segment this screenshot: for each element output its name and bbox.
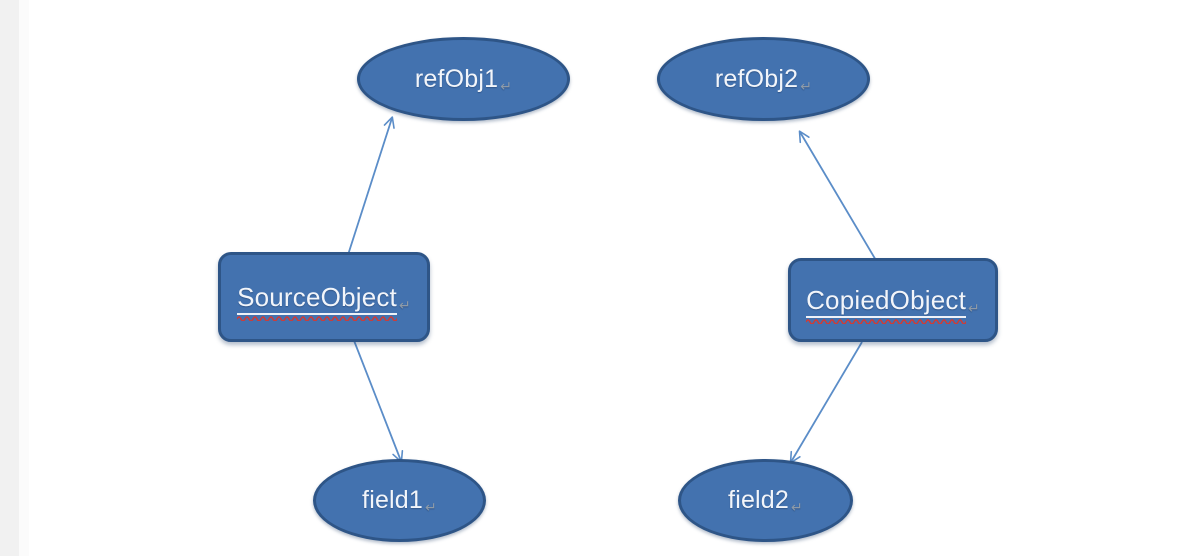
node-field2-label: field2↵ [728,486,803,515]
node-refobj2[interactable]: refObj2↵ [657,37,870,121]
left-gutter-strip [0,0,19,556]
caption-underline [237,313,397,315]
bottom-margin-band [29,548,1196,556]
spellcheck-squiggle [237,315,397,321]
edge-copied-to-field2 [789,341,863,464]
return-mark-icon: ↵ [791,499,803,515]
node-copiedobject[interactable]: CopiedObject↵ [788,258,998,342]
return-mark-icon: ↵ [425,499,437,515]
node-refobj2-label: refObj2↵ [714,64,813,94]
caption-underline [806,316,966,318]
spellcheck-squiggle [806,318,966,324]
node-copiedobject-label: CopiedObject↵ [806,287,980,324]
edge-copied-to-refobj2 [798,130,878,263]
node-sourceobject[interactable]: SourceObject↵ [218,252,430,342]
return-mark-icon: ↵ [500,77,513,94]
edge-source-to-refobj1 [346,116,395,259]
return-mark-icon: ↵ [800,77,813,94]
left-gutter-strip-inner [19,0,29,556]
node-field2[interactable]: field2↵ [678,459,853,542]
node-sourceobject-label: SourceObject↵ [237,284,411,321]
edge-source-to-field1 [352,337,404,463]
return-mark-icon: ↵ [968,300,980,316]
return-mark-icon: ↵ [399,297,411,313]
node-refobj1[interactable]: refObj1↵ [357,37,570,121]
node-field1[interactable]: field1↵ [313,459,486,542]
node-field1-label: field1↵ [362,486,437,515]
node-refobj1-label: refObj1↵ [414,64,513,94]
